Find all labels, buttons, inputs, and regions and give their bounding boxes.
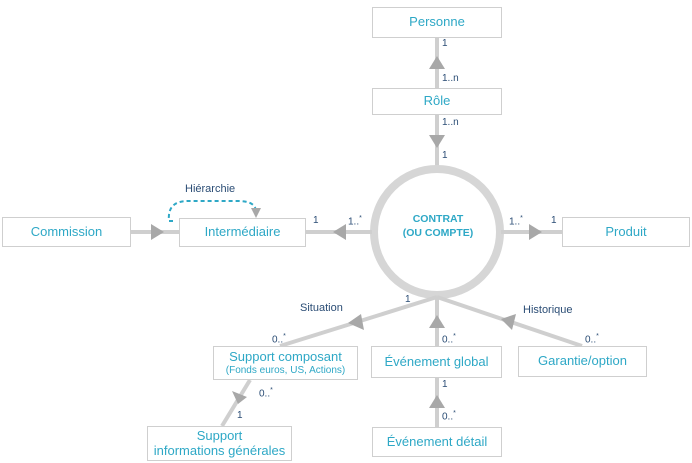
- mult-contrat-top: 1: [442, 150, 448, 161]
- mult-support-composant-top: 0..*: [272, 333, 286, 346]
- mult-support-info: 1: [237, 410, 243, 421]
- garantie-label: Garantie/option: [538, 353, 627, 369]
- commission-label: Commission: [30, 223, 103, 239]
- evenement-detail-box: Événement détail: [372, 427, 502, 457]
- mult-personne: 1: [442, 38, 448, 49]
- contrat-line1: CONTRAT: [412, 213, 464, 225]
- mult-evenement-detail: 0..*: [442, 410, 456, 423]
- arrow-evenement-icon: [429, 315, 445, 328]
- mult-intermediaire: 1: [313, 215, 319, 226]
- contrat-line2: (OU COMPTE): [402, 227, 474, 240]
- evenement-global-label: Événement global: [384, 353, 489, 369]
- mult-contrat-bottom: 1: [405, 294, 411, 305]
- personne-box: Personne: [372, 7, 502, 38]
- arrow-contrat-icon: [429, 135, 445, 148]
- arrow-garantie-icon: [501, 314, 516, 330]
- support-composant-sublabel: (Fonds euros, US, Actions): [225, 364, 346, 376]
- contrat-circle: [370, 165, 504, 299]
- garantie-box: Garantie/option: [518, 346, 647, 377]
- intermediaire-label: Intermédiaire: [204, 224, 281, 240]
- evenement-global-box: Événement global: [371, 346, 502, 378]
- mult-evenement-global-top: 0..*: [442, 333, 456, 346]
- contrat-label: CONTRAT (OU COMPTE): [378, 212, 498, 240]
- mult-evenement-global-bottom: 1: [442, 379, 448, 390]
- role-label: Rôle: [423, 93, 451, 109]
- link-support-info: [220, 378, 252, 428]
- hierarchie-note: Hiérarchie: [185, 183, 236, 195]
- mult-contrat-right: 1..*: [509, 215, 523, 228]
- arrow-support-icon: [348, 314, 364, 330]
- arrow-support-info-icon: [232, 391, 247, 404]
- arrow-hierarchie-icon: [251, 208, 261, 218]
- personne-label: Personne: [409, 14, 465, 30]
- produit-box: Produit: [562, 217, 690, 247]
- evenement-detail-label: Événement détail: [386, 433, 488, 449]
- role-box: Rôle: [372, 88, 502, 115]
- situation-note: Situation: [300, 302, 343, 314]
- mult-contrat-left: 1..*: [348, 215, 362, 228]
- arrow-evenement-detail-icon: [429, 395, 445, 408]
- commission-box: Commission: [2, 217, 131, 247]
- arrow-intermediaire-icon: [151, 224, 164, 240]
- historique-note: Historique: [523, 304, 573, 316]
- produit-label: Produit: [605, 223, 647, 239]
- support-info-line1: Support: [196, 427, 243, 443]
- support-composant-box: Support composant (Fonds euros, US, Acti…: [213, 346, 358, 380]
- arrow-personne-icon: [429, 56, 445, 69]
- support-info-line2: informations générales: [153, 442, 286, 458]
- arrow-intermediaire-left-icon: [333, 224, 346, 240]
- mult-role-top: 1..n: [442, 73, 459, 84]
- arrow-produit-icon: [529, 224, 542, 240]
- support-composant-label: Support composant: [229, 348, 342, 364]
- mult-role-bottom: 1..n: [442, 117, 459, 128]
- mult-produit: 1: [551, 215, 557, 226]
- support-info-box: Support informations générales: [147, 426, 292, 461]
- mult-garantie-top: 0..*: [585, 333, 599, 346]
- mult-support-composant-bottom: 0..*: [259, 387, 273, 400]
- intermediaire-box: Intermédiaire: [179, 218, 306, 247]
- hierarchie-loop: [167, 200, 257, 222]
